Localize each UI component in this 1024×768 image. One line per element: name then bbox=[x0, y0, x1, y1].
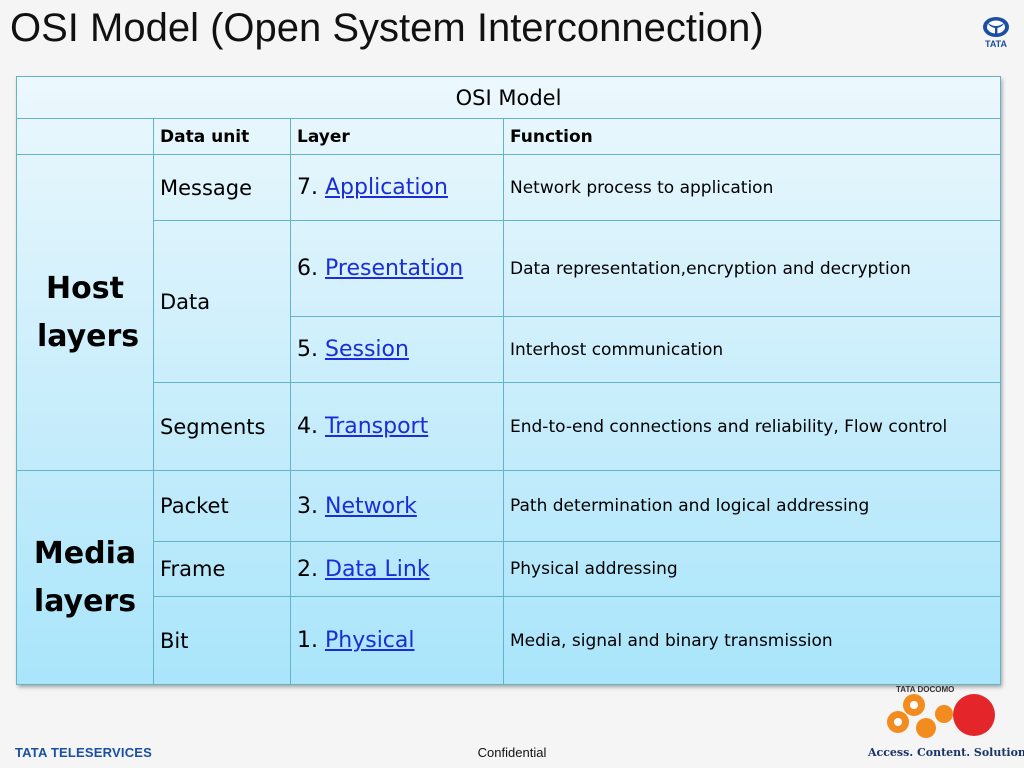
layer-physical: 1. Physical bbox=[290, 596, 504, 685]
presentation-link[interactable]: Presentation bbox=[325, 256, 464, 281]
docomo-logo-text: TATA DOCOMO bbox=[896, 685, 954, 694]
transport-link[interactable]: Transport bbox=[325, 414, 429, 439]
layer-number: 6. bbox=[297, 256, 318, 281]
physical-link[interactable]: Physical bbox=[325, 628, 415, 653]
header-function: Function bbox=[502, 118, 1002, 155]
data-link-link[interactable]: Data Link bbox=[325, 556, 430, 582]
layer-number: 5. bbox=[297, 337, 318, 362]
header-data-unit: Data unit bbox=[153, 118, 291, 155]
table-row: Data 6. Presentation Data representation… bbox=[17, 220, 1002, 383]
group-host-layers: Host layers bbox=[16, 154, 154, 471]
data-unit-bit: Bit bbox=[153, 596, 291, 685]
osi-table-wrap: OSI Model Data unit Layer Function Host … bbox=[15, 76, 1002, 685]
layer-network: 3. Network bbox=[290, 470, 504, 542]
data-unit-segments: Segments bbox=[153, 382, 291, 471]
header-layer: Layer bbox=[290, 118, 504, 155]
layer-number: 4. bbox=[297, 414, 318, 439]
session-link[interactable]: Session bbox=[325, 337, 409, 362]
function-presentation: Data representation,encryption and decry… bbox=[502, 220, 1002, 317]
footer-brand: TATA TELESERVICES bbox=[15, 745, 153, 760]
table-row: 5. Session Interhost communication bbox=[17, 316, 1002, 383]
table-caption: OSI Model bbox=[15, 76, 1002, 119]
osi-table: OSI Model Data unit Layer Function Host … bbox=[15, 76, 1002, 685]
function-application: Network process to application bbox=[502, 154, 1002, 221]
footer-confidential: Confidential bbox=[477, 745, 547, 760]
tata-logo: TATA bbox=[983, 17, 1009, 48]
function-transport: End-to-end connections and reliability, … bbox=[502, 382, 1002, 471]
layer-number: 1. bbox=[297, 628, 318, 653]
header-blank bbox=[16, 118, 154, 155]
layer-presentation: 6. Presentation bbox=[290, 220, 504, 317]
network-link[interactable]: Network bbox=[325, 493, 417, 519]
table-row: Bit 1. Physical Media, signal and binary… bbox=[17, 596, 1002, 685]
tagline: Access. Content. Solutions. bbox=[868, 746, 1024, 759]
layer-data-link: 2. Data Link bbox=[290, 541, 504, 597]
layer-transport: 4. Transport bbox=[290, 382, 504, 471]
table-row: Media layers Packet 3. Network Path dete… bbox=[16, 470, 1002, 685]
function-data-link: Physical addressing bbox=[502, 541, 1002, 597]
layer-number: 3. bbox=[297, 493, 318, 519]
layer-number: 7. bbox=[297, 175, 318, 200]
function-session: Interhost communication bbox=[502, 316, 1002, 383]
data-unit-message: Message bbox=[153, 154, 291, 221]
table-row: Host layers Message 7. Application Netwo… bbox=[16, 154, 1002, 471]
table-row: Segments 4. Transport End-to-end connect… bbox=[17, 382, 1002, 471]
layer-application: 7. Application bbox=[290, 154, 504, 221]
layer-session: 5. Session bbox=[290, 316, 504, 383]
docomo-logo: TATA DOCOMO bbox=[887, 685, 995, 738]
tata-logo-text: TATA bbox=[985, 39, 1007, 48]
function-physical: Media, signal and binary transmission bbox=[502, 596, 1002, 685]
group-media-layers: Media layers bbox=[16, 470, 154, 685]
layer-number: 2. bbox=[297, 556, 318, 582]
data-unit-packet: Packet bbox=[153, 470, 291, 542]
application-link[interactable]: Application bbox=[325, 175, 448, 200]
table-row: Frame 2. Data Link Physical addressing bbox=[17, 541, 1002, 597]
slide-title: OSI Model (Open System Interconnection) bbox=[10, 6, 764, 50]
function-network: Path determination and logical addressin… bbox=[502, 470, 1002, 542]
data-unit-frame: Frame bbox=[153, 541, 291, 597]
data-unit-data: Data bbox=[153, 220, 291, 383]
